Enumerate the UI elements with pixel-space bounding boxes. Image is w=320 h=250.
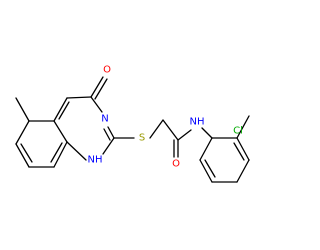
bond-co-nh: [177, 129, 192, 141]
atom-s: S: [139, 133, 145, 144]
bond-nh-aryl: [201, 127, 213, 139]
bond-ph-1: [15, 120, 30, 145]
bond-methyl: [236, 115, 250, 139]
bond-ar-5-double: [233, 142, 245, 161]
bond-layer: [15, 76, 250, 183]
bond-ar-2-double: [204, 159, 216, 178]
bond-c4-c3: [66, 96, 92, 99]
bond-ar-5: [236, 137, 250, 161]
bond-c3-o: [90, 76, 104, 98]
atom-cl: Cl: [233, 126, 243, 137]
bond-ph-4: [53, 141, 68, 168]
bond-ch2-co: [162, 119, 179, 141]
bond-ph-2: [15, 143, 30, 168]
bond-c3-o-double: [94, 78, 108, 100]
molecule-structure: O N NH S O NH Cl: [15, 65, 250, 183]
bond-c3-n: [90, 96, 103, 113]
bond-c6-c5: [53, 120, 68, 143]
atom-o-amide: O: [172, 159, 180, 170]
bond-ph-5: [15, 97, 30, 122]
bond-ar-1: [199, 137, 213, 161]
bond-s-ch2: [149, 119, 164, 139]
bond-ar-4: [236, 159, 250, 183]
atom-n-ring: N: [101, 114, 108, 125]
atom-label-layer: O N NH S O NH Cl: [88, 65, 243, 170]
atom-nh-amide: NH: [190, 117, 205, 128]
bond-c5-c4: [53, 97, 68, 122]
bond-ar-2: [199, 159, 213, 183]
bond-n-c2: [107, 126, 115, 139]
bond-nh-c6: [66, 141, 87, 161]
bond-c5-c4-double: [58, 101, 70, 120]
bond-c2-nh: [102, 137, 115, 155]
atom-nh-ring: NH: [88, 155, 103, 166]
bond-n-c2-double: [103, 128, 111, 141]
bond-ph-4-double: [50, 142, 63, 163]
atom-o-ring: O: [103, 65, 111, 76]
bond-ph-2-double: [20, 143, 33, 163]
